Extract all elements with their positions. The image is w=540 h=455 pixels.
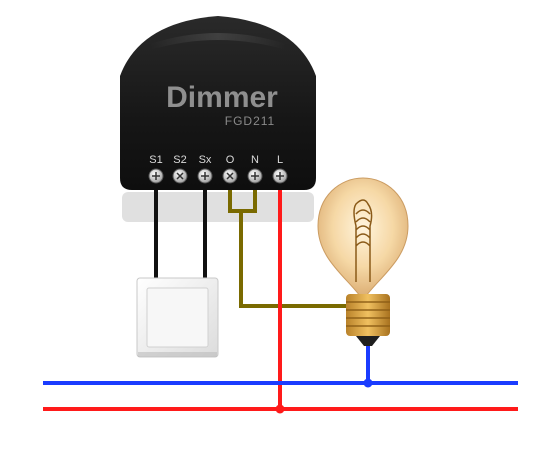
bulb-tip — [356, 336, 380, 346]
terminal-label-s1: S1 — [149, 154, 162, 166]
terminal-label-l: L — [277, 154, 283, 166]
junction-live — [275, 404, 285, 414]
screw-terminal-icon — [222, 168, 238, 184]
terminal-label-o: O — [226, 154, 235, 166]
wall-switch-icon — [136, 277, 219, 358]
module-reflection — [122, 192, 314, 222]
module-shine — [150, 33, 286, 50]
light-bulb-icon — [317, 177, 409, 346]
screw-terminal-icon — [247, 168, 263, 184]
bulb-filament — [353, 199, 373, 282]
wire-output-run — [239, 211, 355, 308]
screw-terminal-icon — [197, 168, 213, 184]
dimmer-module-body — [120, 16, 316, 190]
terminal-label-s2: S2 — [173, 154, 186, 166]
dimmer-module: Dimmer FGD211 S1 S2 Sx O N L — [120, 16, 316, 190]
dimmer-title: Dimmer — [166, 81, 278, 114]
dimmer-model: FGD211 — [225, 114, 275, 128]
screw-terminal-icon — [272, 168, 288, 184]
junction-neutral — [363, 378, 373, 388]
terminal-label-sx: Sx — [199, 154, 212, 166]
bulb-glass — [317, 177, 409, 297]
screw-terminal-icon — [148, 168, 164, 184]
bulb-base — [346, 294, 390, 336]
screw-terminal-icon — [172, 168, 188, 184]
terminal-label-n: N — [251, 154, 259, 166]
